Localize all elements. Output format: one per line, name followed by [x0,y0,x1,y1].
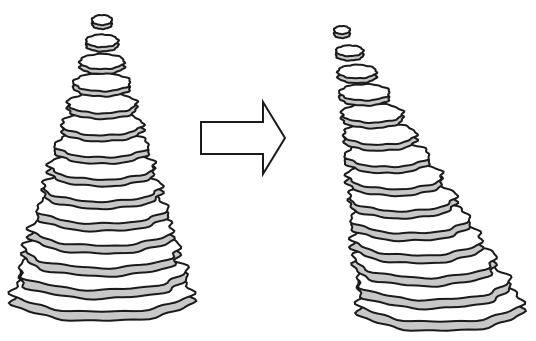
cone-layer [73,73,131,97]
layer-top [337,65,377,79]
upright-cone-stack [9,15,197,321]
cone-layer [86,34,119,51]
layer-top [73,73,130,92]
layer-top [86,34,119,47]
layer-top [336,45,364,56]
cone-layer [92,15,112,29]
transform-arrow-icon [201,102,285,174]
layer-top [339,84,389,101]
cone-layer [336,45,364,61]
sheared-cone-stack [334,26,526,331]
cone-layer [334,26,350,38]
cone-layer [79,54,126,74]
cone-layer [337,65,377,84]
cone-layer [341,104,405,129]
layer-top [79,54,125,69]
cone-layer [339,84,390,106]
layer-top [92,15,112,25]
layer-top [334,26,350,34]
